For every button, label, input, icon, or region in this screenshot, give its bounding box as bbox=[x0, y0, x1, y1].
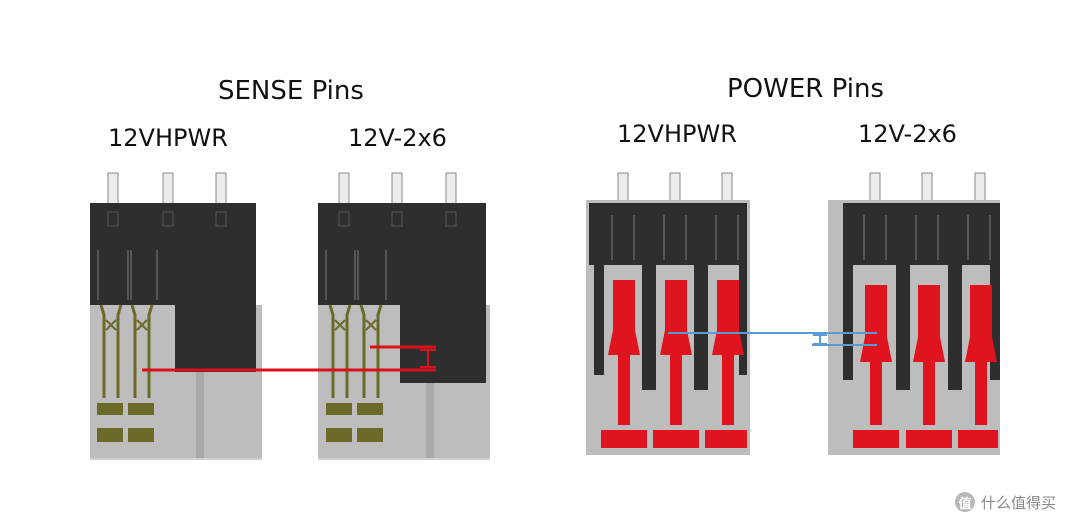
sense-12vhpwr-connector bbox=[90, 172, 262, 460]
sense-12v2x6-right-contact bbox=[357, 304, 383, 442]
power-12vhpwr-contact-1 bbox=[601, 280, 647, 448]
power-12v2x6-label: 12V-2x6 bbox=[858, 120, 957, 148]
sense-12v2x6-connector bbox=[318, 172, 490, 460]
power-12vhpwr-connector bbox=[586, 172, 750, 455]
watermark-logo-icon: 值 bbox=[955, 492, 975, 512]
power-12v2x6-contact-2 bbox=[906, 285, 952, 448]
sense-12vhpwr-right-contact bbox=[128, 304, 154, 442]
sense-12vhpwr-left-contact bbox=[97, 304, 123, 442]
sense-pins-title: SENSE Pins bbox=[218, 76, 364, 106]
power-12vhpwr-label: 12VHPWR bbox=[617, 120, 737, 148]
sense-12vhpwr-label: 12VHPWR bbox=[108, 124, 228, 152]
power-12vhpwr-contact-3 bbox=[705, 280, 747, 448]
power-12v2x6-contact-1 bbox=[853, 285, 899, 448]
watermark: 值 什么值得买 bbox=[955, 490, 1056, 514]
power-12v2x6-contact-3 bbox=[958, 285, 998, 448]
sense-12v2x6-label: 12V-2x6 bbox=[348, 124, 447, 152]
sense-offset-indicator bbox=[142, 345, 436, 372]
power-12vhpwr-contact-2 bbox=[653, 280, 699, 448]
power-offset-indicator bbox=[668, 332, 877, 346]
watermark-text: 什么值得买 bbox=[981, 493, 1057, 512]
power-12v2x6-connector bbox=[828, 172, 1000, 455]
power-pins-title: POWER Pins bbox=[727, 74, 884, 104]
